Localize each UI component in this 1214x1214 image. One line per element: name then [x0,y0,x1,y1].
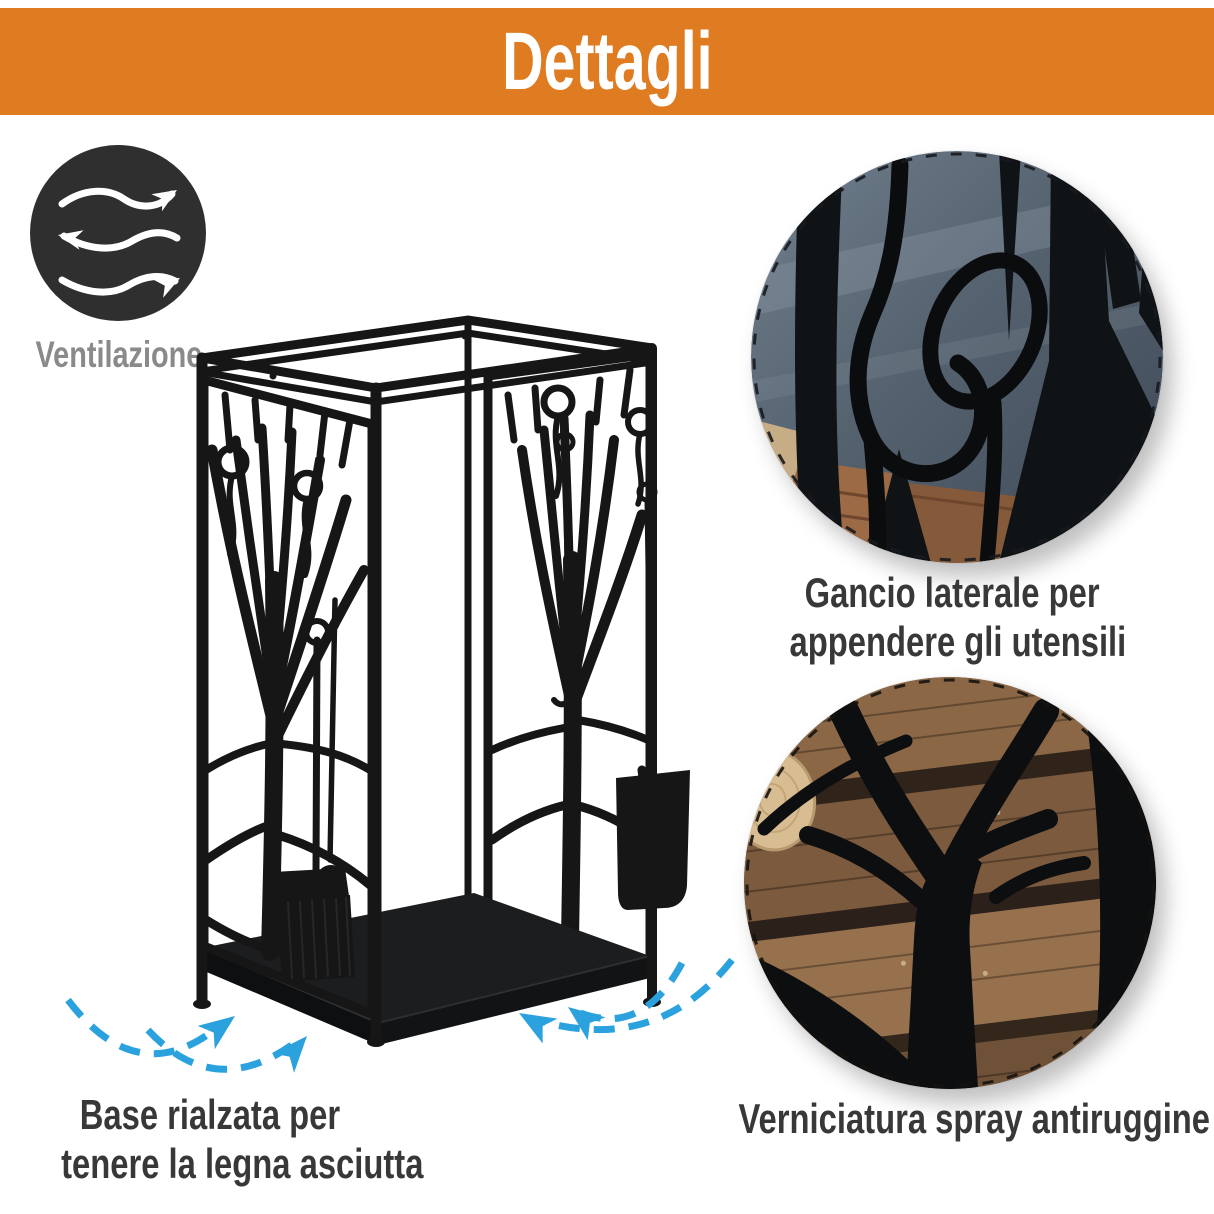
hook-and-loop [849,156,1048,563]
airflow-under-base-arrows [65,957,735,1073]
paint-caption: Verniciatura spray antiruggine [738,1095,1211,1142]
airflow-waves-icon [30,145,206,321]
base-caption: Base rialzata per tenere la legna asciut… [61,1091,424,1187]
hook-detail-photo [751,151,1163,563]
airflow-arrows [58,187,181,298]
paint-detail-photo [744,677,1156,1089]
poker-tool [551,431,576,708]
ring-hooks-front [214,444,324,578]
ventilation-label: Ventilazione [35,334,203,375]
frame [193,315,661,1047]
hook-caption: Gancio laterale per appendere gli utensi… [789,569,1127,665]
ventilation-feature: Ventilazione [12,140,224,376]
brush-tool [273,597,355,982]
page-title: Dettagli [501,15,713,107]
header-banner: Dettagli [0,8,1214,115]
product-photo [65,315,735,1073]
